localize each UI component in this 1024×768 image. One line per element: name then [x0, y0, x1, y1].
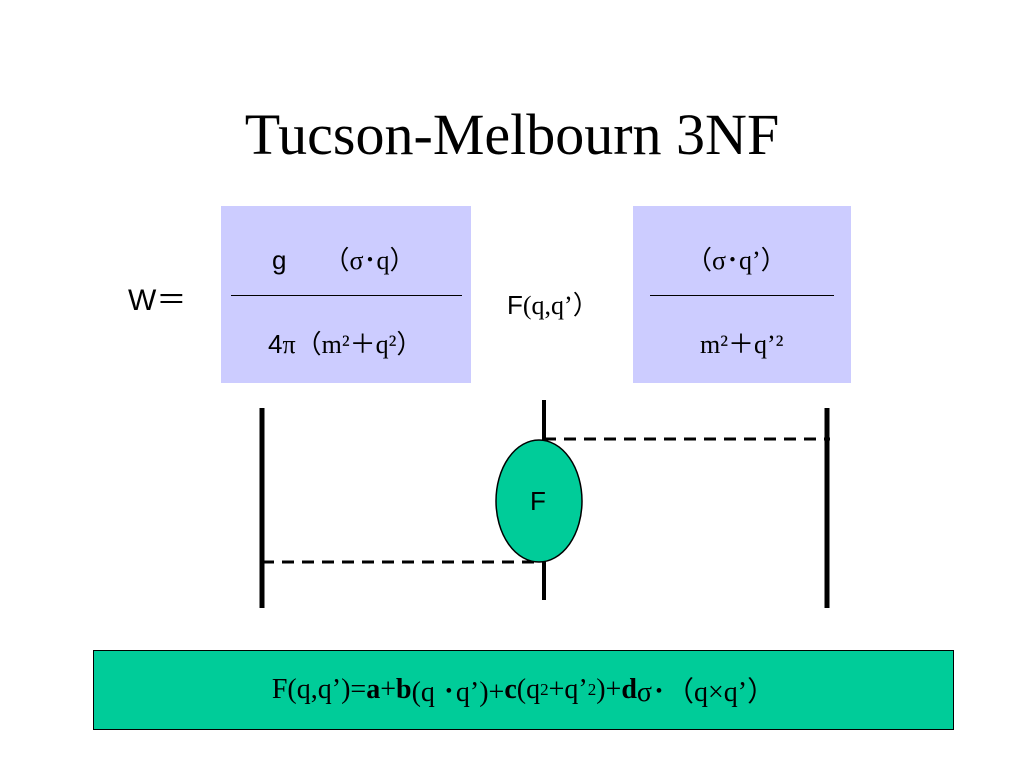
formula-plus-2: )+	[596, 674, 622, 705]
w-equals-label: W＝	[128, 284, 187, 317]
formula-cross-term: σ･（q×q’）	[636, 677, 776, 708]
four: 4	[268, 329, 283, 359]
first-denominator: 4π（m²＋q²）	[268, 324, 422, 361]
f-symbol: F	[507, 290, 523, 320]
coef-b: b	[395, 674, 412, 705]
coupling-g: g	[272, 245, 287, 275]
coef-a: a	[366, 674, 381, 705]
formula-plus-1: +	[380, 674, 396, 705]
formula-prefix: F(q,q’)=	[271, 674, 367, 705]
f-function-label: F(q,q’）	[507, 285, 599, 322]
sup-q2: 2	[540, 680, 549, 699]
sigma-dot-q: （σ･q）	[323, 246, 416, 275]
second-fraction-bar	[650, 295, 834, 296]
second-numerator: （σ･q’）	[686, 246, 787, 275]
first-fraction-box	[221, 206, 471, 383]
coef-c: c	[504, 674, 517, 705]
coef-d: d	[621, 674, 637, 705]
formula-qprime: +q’	[548, 674, 588, 705]
pi-mass-term: π（m²＋q²）	[282, 330, 423, 359]
slide-title: Tucson-Melbourn 3NF	[244, 102, 780, 167]
sup-qprime2: 2	[587, 680, 597, 699]
vertex-f-ellipse	[495, 439, 583, 563]
first-fraction-bar	[231, 295, 462, 296]
formula-qdotq: (q ･q’)+	[411, 677, 505, 708]
formula-q-open: (q	[516, 674, 541, 705]
first-numerator: g （σ･q）	[272, 240, 416, 277]
second-fraction-box	[633, 206, 851, 383]
second-denominator: m²＋q’²	[700, 330, 784, 359]
f-args: (q,q’）	[522, 291, 599, 320]
vertex-f-label: F	[530, 486, 546, 516]
